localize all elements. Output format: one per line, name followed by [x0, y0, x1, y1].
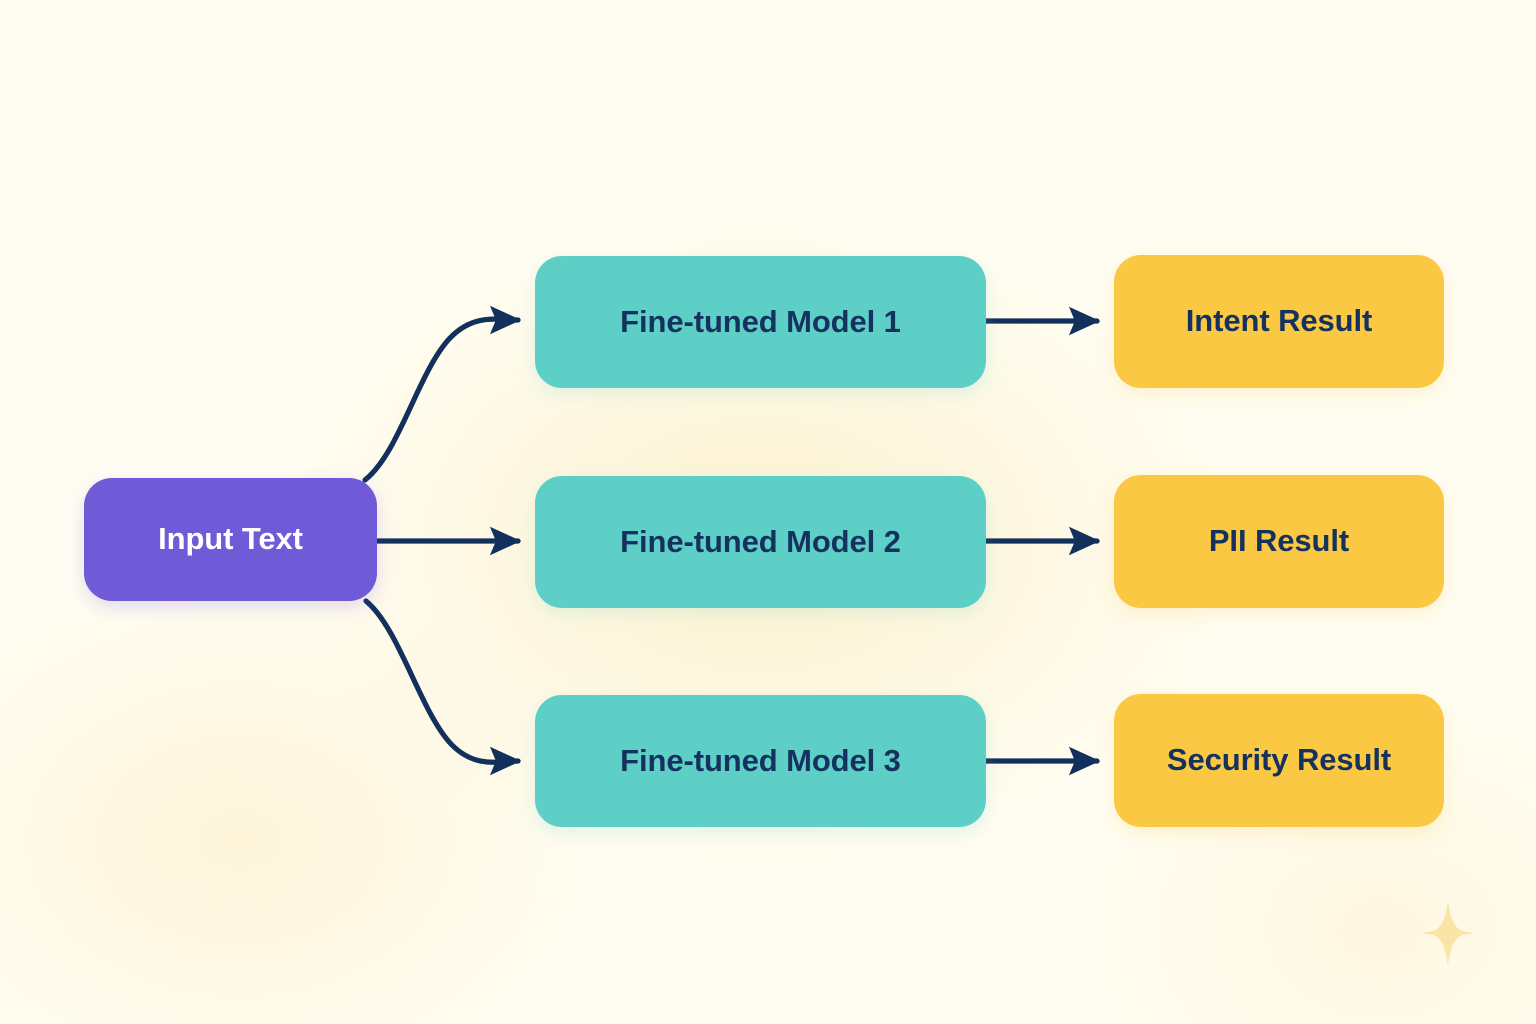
- edge-input-to-model-3: [363, 598, 522, 776]
- node-pii-result[interactable]: PII Result: [1114, 475, 1444, 608]
- node-fine-tuned-model-2-label: Fine-tuned Model 2: [620, 523, 901, 559]
- node-fine-tuned-model-1-label: Fine-tuned Model 1: [620, 303, 901, 339]
- node-security-result-label: Security Result: [1166, 742, 1392, 778]
- sparkle-icon: [1414, 899, 1482, 967]
- node-input-text[interactable]: Input Text: [84, 478, 377, 601]
- node-pii-result-label: PII Result: [1208, 523, 1350, 559]
- node-security-result[interactable]: Security Result: [1114, 694, 1444, 827]
- node-fine-tuned-model-1[interactable]: Fine-tuned Model 1: [535, 256, 986, 388]
- edge-input-to-model-1: [362, 305, 522, 483]
- node-input-text-label: Input Text: [158, 521, 303, 557]
- node-fine-tuned-model-2[interactable]: Fine-tuned Model 2: [535, 476, 986, 608]
- node-intent-result[interactable]: Intent Result: [1114, 255, 1444, 388]
- node-fine-tuned-model-3-label: Fine-tuned Model 3: [620, 742, 901, 778]
- node-intent-result-label: Intent Result: [1185, 303, 1373, 339]
- node-fine-tuned-model-3[interactable]: Fine-tuned Model 3: [535, 695, 986, 827]
